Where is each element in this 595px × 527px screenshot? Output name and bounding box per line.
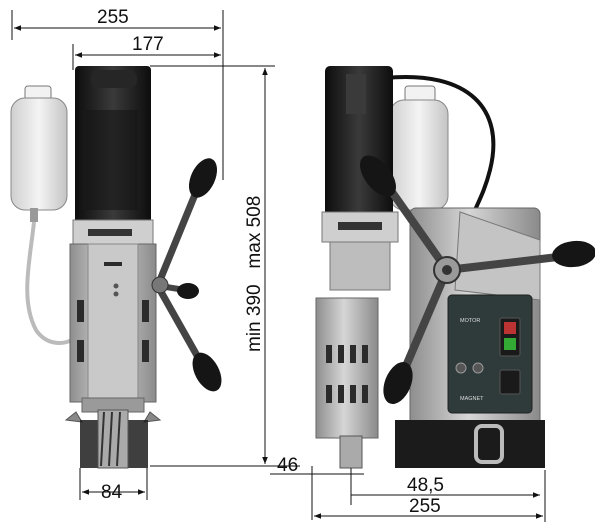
panel-label-motor: MOTOR (460, 318, 480, 324)
coolant-bottle-side (389, 85, 449, 211)
dim-side-total-width: 255 (409, 496, 441, 517)
dim-side-offset: 46 (277, 455, 298, 476)
dim-front-base-width: 84 (101, 482, 123, 503)
front-view-drill (10, 66, 222, 469)
indicator-lamp-1 (455, 362, 467, 374)
capstan-handles-side (360, 155, 595, 404)
annular-cutter-side (339, 435, 363, 469)
dim-front-body-width: 177 (132, 34, 164, 55)
panel-label-magnet: MAGNET (460, 396, 484, 402)
dim-height-range: min 390 max 508 (244, 196, 265, 352)
capstan-handles-front (151, 158, 222, 392)
dim-front-total-width: 255 (97, 7, 129, 28)
magnet-switch[interactable] (499, 369, 521, 395)
dimension-lines (11, 10, 546, 522)
base-handle[interactable] (474, 424, 504, 464)
control-panel: MOTOR MAGNET (447, 294, 533, 414)
drill-body-side (315, 297, 379, 439)
dim-side-cutter-offset: 48,5 (407, 475, 444, 496)
indicator-lamp-2 (472, 362, 484, 374)
side-view-drill: MOTOR MAGNET (315, 66, 595, 469)
coolant-bottle-front (10, 85, 73, 345)
magnetic-base-side (395, 420, 545, 468)
